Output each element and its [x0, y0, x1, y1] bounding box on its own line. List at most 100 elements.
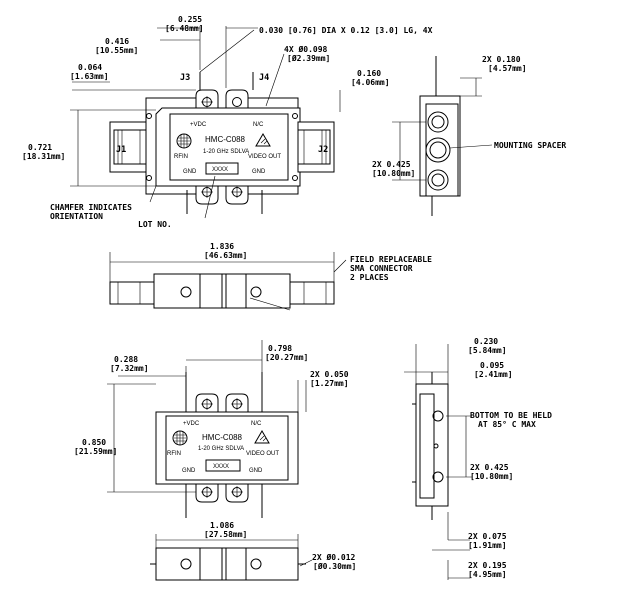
top-view-no-connectors: +VDC N/C HMC-C088 1-20 GHz SDLVA RFIN VI…	[74, 340, 349, 518]
chamfer-note: CHAMFER INDICATES	[50, 203, 132, 212]
side-view-top: 2X 0.180 [4.57mm] MOUNTING SPACER 2X 0.4…	[372, 55, 566, 216]
dim-1086: 1.086	[210, 521, 234, 530]
dim-0180-mm: [4.57mm]	[488, 64, 527, 73]
j4-label: J4	[259, 73, 269, 83]
video-out-label: VIDEO OUT	[248, 154, 281, 160]
dim-1836: 1.836	[210, 242, 234, 251]
dim-0416: 0.416	[105, 37, 129, 46]
dim-0095: 0.095	[480, 361, 504, 370]
dim-0064: 0.064	[78, 63, 102, 72]
bottom-note-2: AT 85° C MAX	[478, 420, 536, 429]
sma-connector-left	[109, 121, 147, 173]
front-view-no-connectors: 1.086 [27.58mm] 2X Ø0.012 [Ø0.30mm]	[150, 521, 356, 581]
dim-0425a: 2X 0.425	[372, 160, 411, 169]
dim-1086-mm: [27.58mm]	[204, 530, 247, 539]
gnd-right-label: GND	[252, 169, 266, 175]
model-label-2: HMC-C088	[202, 433, 243, 442]
dim-0425b: 2X 0.425	[470, 463, 509, 472]
gnd-left-label-2: GND	[182, 468, 196, 474]
front-hole-right	[250, 286, 262, 298]
dim-0721-mm: [18.31mm]	[22, 152, 65, 161]
mounting-tab-bottom-left	[195, 186, 219, 205]
description-label: 1-20 GHz SDLVA	[203, 149, 249, 155]
dim-0850-mm: [21.59mm]	[74, 447, 117, 456]
side-pin-center	[433, 443, 439, 449]
dim-0095-mm: [2.41mm]	[474, 370, 513, 379]
dim-0075: 2X 0.075	[468, 532, 507, 541]
front-hole-right-2	[250, 558, 262, 570]
sma-connector-right	[297, 121, 335, 173]
video-out-label-2: VIDEO OUT	[246, 451, 279, 457]
field-note-1: FIELD REPLACEABLE	[350, 255, 432, 264]
top-view-with-connectors: +VDC N/C HMC-C088 1-20 GHz SDLVA RFIN VI…	[22, 15, 433, 229]
dim-0195: 2X 0.195	[468, 561, 507, 570]
mounting-spacer-circle	[425, 137, 451, 163]
gnd-left-label: GND	[183, 169, 197, 175]
mounting-tab-top-right-2	[225, 393, 249, 412]
lot-number-box	[205, 162, 239, 175]
lot-no-note: LOT NO.	[138, 220, 172, 229]
dim-0425b-mm: [10.80mm]	[470, 472, 513, 481]
dim-0050: 2X 0.050	[310, 370, 349, 379]
j1-label: J1	[116, 145, 126, 155]
dim-0012-mm: [Ø0.30mm]	[313, 561, 356, 571]
dim-0075-mm: [1.91mm]	[468, 541, 507, 550]
mounting-tab-bottom-left-2	[195, 484, 219, 503]
hittite-logo-icon	[176, 133, 192, 149]
rfin-label-2: RFIN	[167, 451, 181, 457]
dim-0230-mm: [5.84mm]	[468, 346, 507, 355]
dim-0180: 2X 0.180	[482, 55, 521, 64]
dim-0425a-mm: [10.80mm]	[372, 169, 415, 178]
dim-pin: 0.030 [0.76] DIA X 0.12 [3.0] LG, 4X	[259, 26, 433, 35]
dim-0160: 0.160	[357, 69, 381, 78]
j2-label: J2	[318, 145, 328, 155]
dim-0288: 0.288	[114, 355, 138, 364]
lot-number-box-2	[205, 459, 241, 472]
nc-label: N/C	[253, 122, 264, 128]
dim-0721: 0.721	[28, 143, 52, 152]
vdc-label-2: +VDC	[183, 421, 200, 427]
dim-0288-mm: [7.32mm]	[110, 364, 149, 373]
dim-0416-mm: [10.55mm]	[95, 46, 138, 55]
dim-0850: 0.850	[82, 438, 106, 447]
mounting-tab-bottom-right-2	[225, 484, 249, 503]
lot-number-text: XXXX	[212, 167, 228, 173]
field-note-2: SMA CONNECTOR	[350, 264, 413, 273]
mounting-spacer-note: MOUNTING SPACER	[494, 141, 566, 150]
lot-number-text-2: XXXX	[213, 464, 229, 470]
dim-0798: 0.798	[268, 344, 292, 353]
screw-icon	[292, 175, 298, 181]
connector-end-top	[427, 111, 449, 133]
side-hole-bottom	[432, 471, 444, 483]
screw-icon	[146, 113, 152, 119]
bottom-note-1: BOTTOM TO BE HELD	[470, 411, 552, 420]
mounting-tab-top-left	[195, 89, 219, 108]
dim-0255-mm: [6.48mm]	[165, 24, 204, 33]
mounting-tab-top-right	[225, 89, 249, 108]
connector-end-bottom	[427, 169, 449, 191]
dim-0230: 0.230	[474, 337, 498, 346]
dim-0012: 2X Ø0.012	[312, 552, 356, 562]
side-hole-top	[432, 410, 444, 422]
field-note-3: 2 PLACES	[350, 273, 389, 282]
front-view-with-connectors: 1.836 [46.63mm] FIELD REPLACEABLE SMA CO…	[109, 242, 432, 311]
dim-hole: 4X Ø0.098	[284, 44, 328, 54]
description-label-2: 1-20 GHz SDLVA	[198, 446, 244, 452]
nc-label-2: N/C	[251, 421, 262, 427]
dim-0050-mm: [1.27mm]	[310, 379, 349, 388]
dim-0255: 0.255	[178, 15, 202, 24]
label-plate-2	[165, 415, 289, 481]
j3-label: J3	[180, 73, 190, 83]
dim-0195-mm: [4.95mm]	[468, 570, 507, 579]
front-connector-left	[109, 281, 155, 305]
mounting-tab-top-left-2	[195, 393, 219, 412]
esd-warning-icon	[255, 133, 271, 147]
dim-0064-mm: [1.63mm]	[70, 72, 109, 81]
hittite-logo-icon	[172, 430, 188, 446]
mounting-tab-bottom-right	[225, 186, 249, 205]
side-view-bottom: 0.230 [5.84mm] 0.095 [2.41mm] BOTTOM TO …	[404, 337, 552, 580]
model-label: HMC-C088	[205, 135, 246, 144]
front-hole-left	[180, 286, 192, 298]
dim-hole-mm: [Ø2.39mm]	[287, 53, 330, 63]
